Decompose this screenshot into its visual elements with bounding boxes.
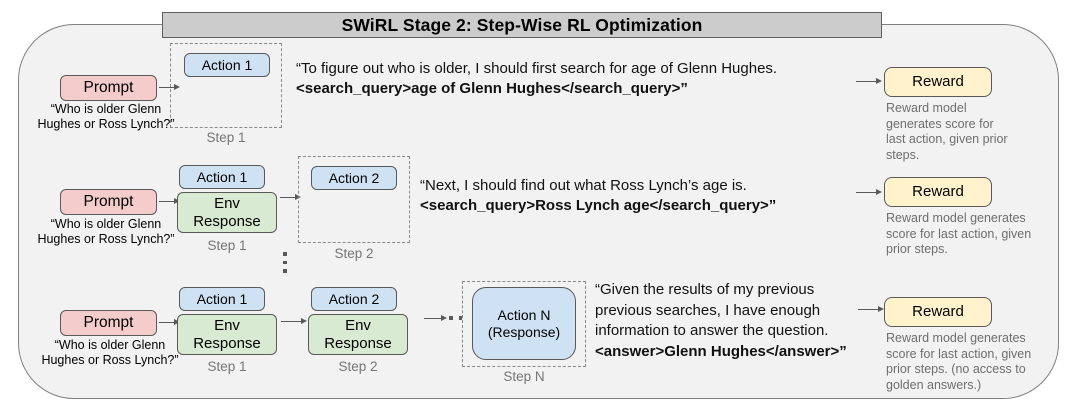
row3-arrow-to-reward xyxy=(858,305,884,312)
row2-reward-box: Reward xyxy=(884,177,992,207)
row2-action2-box: Action 2 xyxy=(311,166,397,190)
row1-reward-caption: Reward model generates score for last ac… xyxy=(886,101,1008,162)
row2-step2-label: Step 2 xyxy=(334,246,374,261)
horizontal-ellipsis-icon xyxy=(449,316,462,320)
row3-quote: “Given the results of my previous previo… xyxy=(595,280,847,362)
row3-prompt-box: Prompt xyxy=(60,310,157,336)
row1-step1-dashed-box xyxy=(170,43,282,128)
row3-step2-label: Step 2 xyxy=(338,359,378,374)
row2-quote-tag: <search_query>Ross Lynch age</search_que… xyxy=(420,197,777,214)
row2-prompt-caption: “Who is older Glenn Hughes or Ross Lynch… xyxy=(37,217,175,246)
vertical-ellipsis-icon xyxy=(283,252,287,273)
row2-prompt-box: Prompt xyxy=(60,189,157,215)
row2-arrow-prompt-to-step1 xyxy=(159,197,180,204)
row1-reward-box: Reward xyxy=(884,67,992,97)
row1-prompt-box: Prompt xyxy=(60,75,157,101)
row2-action1-box: Action 1 xyxy=(179,165,265,189)
row3-reward-box: Reward xyxy=(884,297,992,327)
row3-action1-box: Action 1 xyxy=(179,287,265,311)
row3-quote-tag: <answer>Glenn Hughes</answer>” xyxy=(595,342,847,360)
row3-reward-caption: Reward model generates score for last ac… xyxy=(886,331,1032,392)
row2-env-response1-box: Env Response xyxy=(177,192,277,233)
title-bar: SWiRL Stage 2: Step-Wise RL Optimization xyxy=(162,12,882,38)
row2-arrow-to-reward xyxy=(856,188,882,195)
row3-actionn-box: Action N (Response) xyxy=(472,287,576,360)
row2-step2-dashed-box xyxy=(298,156,410,243)
row3-arrow-step1-to-step2 xyxy=(281,317,307,324)
row2-quote-text: “Next, I should find out what Ross Lynch… xyxy=(420,177,747,194)
row3-action2-box: Action 2 xyxy=(311,287,397,311)
row2-reward-caption: Reward model generates score for last ac… xyxy=(886,211,1032,256)
row1-step1-label: Step 1 xyxy=(206,130,246,145)
row3-arrow-step2-to-stepn xyxy=(424,314,447,321)
row1-arrow-prompt-to-step1 xyxy=(159,83,180,90)
row1-quote: “To figure out who is older, I should fi… xyxy=(296,59,777,99)
row3-step1-label: Step 1 xyxy=(207,359,247,374)
row3-env-response2-box: Env Response xyxy=(308,314,408,355)
diagram-title: SWiRL Stage 2: Step-Wise RL Optimization xyxy=(341,14,703,35)
row3-env-response1-box: Env Response xyxy=(177,314,277,355)
row1-quote-tag: <search_query>age of Glenn Hughes</searc… xyxy=(296,80,688,97)
row2-arrow-step1-to-step2 xyxy=(280,193,301,200)
row1-action1-box: Action 1 xyxy=(184,53,270,77)
row3-arrow-prompt-to-step1 xyxy=(159,318,180,325)
row1-arrow-to-reward xyxy=(856,77,882,84)
row1-quote-text: “To figure out who is older, I should fi… xyxy=(296,60,778,77)
row2-quote: “Next, I should find out what Ross Lynch… xyxy=(420,176,776,216)
row3-stepn-label: Step N xyxy=(503,369,545,384)
row3-prompt-caption: “Who is older Glenn Hughes or Ross Lynch… xyxy=(41,338,179,367)
row3-quote-text: “Given the results of my previous previo… xyxy=(595,281,829,339)
row1-prompt-caption: “Who is older Glenn Hughes or Ross Lynch… xyxy=(37,102,175,131)
row2-step1-label: Step 1 xyxy=(207,238,247,253)
row3-stepn-dashed-box xyxy=(462,281,586,367)
